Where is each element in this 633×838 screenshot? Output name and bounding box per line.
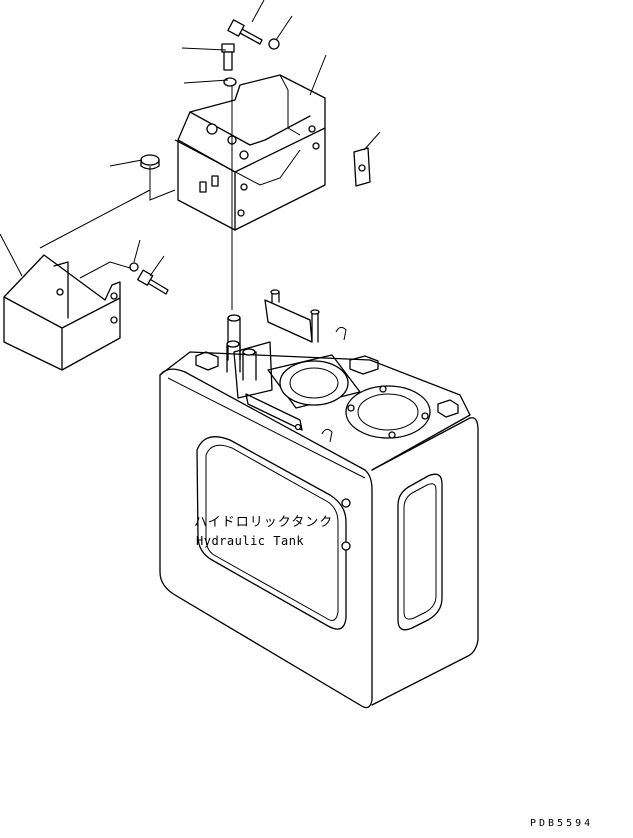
hydraulic-tank (159, 289, 479, 709)
fasteners (39, 19, 371, 310)
cover-bracket (174, 74, 326, 231)
tank-name-en: Hydraulic Tank (196, 534, 305, 548)
tank-name-jp: ハイドロリックタンク (194, 515, 334, 530)
leader-lines (0, 0, 381, 277)
drawing-number: PDB5594 (530, 818, 594, 829)
lower-cover (3, 254, 121, 371)
